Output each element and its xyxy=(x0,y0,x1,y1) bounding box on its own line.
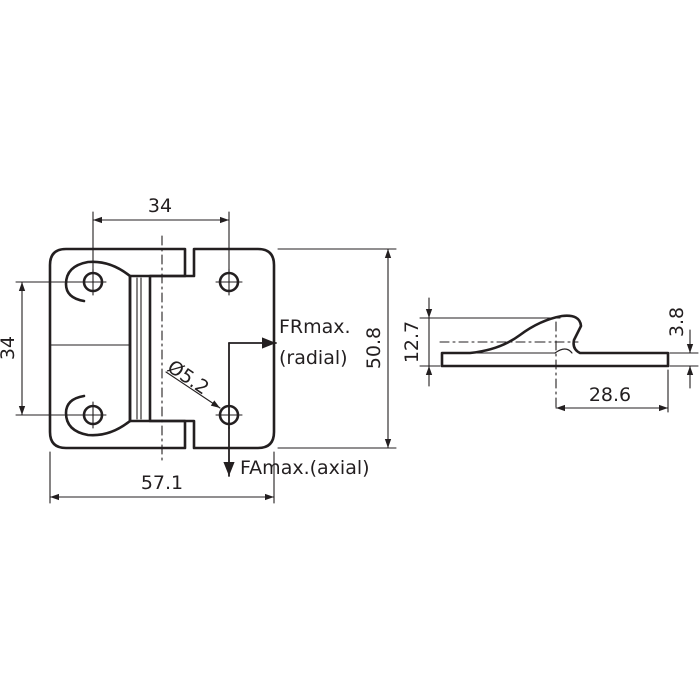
force-arrows: FRmax. (radial) FAmax.(axial) xyxy=(223,316,370,479)
dimension-height: 50.8 xyxy=(277,248,397,449)
dimension-total-height: 12.7 xyxy=(401,297,561,387)
dimension-label-57-1: 57.1 xyxy=(141,472,183,494)
left-leaf-outline xyxy=(48,247,187,450)
dimension-hole-spacing-vertical: 34 xyxy=(0,281,84,416)
axial-force-label: FAmax.(axial) xyxy=(240,457,370,479)
dimension-label-50-8: 50.8 xyxy=(363,327,385,369)
hole-top-right xyxy=(215,268,243,296)
dimension-label-3-8: 3.8 xyxy=(666,307,688,337)
hole-diameter-callout: Ø5.2 xyxy=(163,356,221,409)
left-knuckle-bottom xyxy=(64,394,132,437)
radial-force-label: FRmax. xyxy=(279,316,351,338)
side-knuckle-curve xyxy=(554,348,573,354)
dimension-width: 57.1 xyxy=(49,451,275,504)
left-knuckle-top xyxy=(64,260,132,303)
dimension-label-28-6: 28.6 xyxy=(589,384,631,406)
dimension-label-12-7: 12.7 xyxy=(401,321,423,363)
right-leaf-outline xyxy=(148,247,276,450)
side-view: 12.7 3.8 28.6 xyxy=(401,297,699,413)
hole-diameter-label: Ø5.2 xyxy=(163,356,213,399)
side-profile-outline xyxy=(440,314,670,368)
hole-bottom-left xyxy=(79,401,107,429)
dimension-leaf-thickness: 3.8 xyxy=(666,307,699,389)
hole-top-left xyxy=(79,268,107,296)
dimension-label-34-horizontal: 34 xyxy=(148,195,172,217)
front-view: 34 34 50.8 57.1 Ø5.2 xyxy=(0,195,397,504)
dimension-label-34-vertical: 34 xyxy=(0,336,19,360)
dimension-knuckle-offset: 28.6 xyxy=(555,369,669,413)
dimension-hole-spacing-horizontal: 34 xyxy=(92,195,230,273)
radial-force-sublabel: (radial) xyxy=(279,347,348,369)
